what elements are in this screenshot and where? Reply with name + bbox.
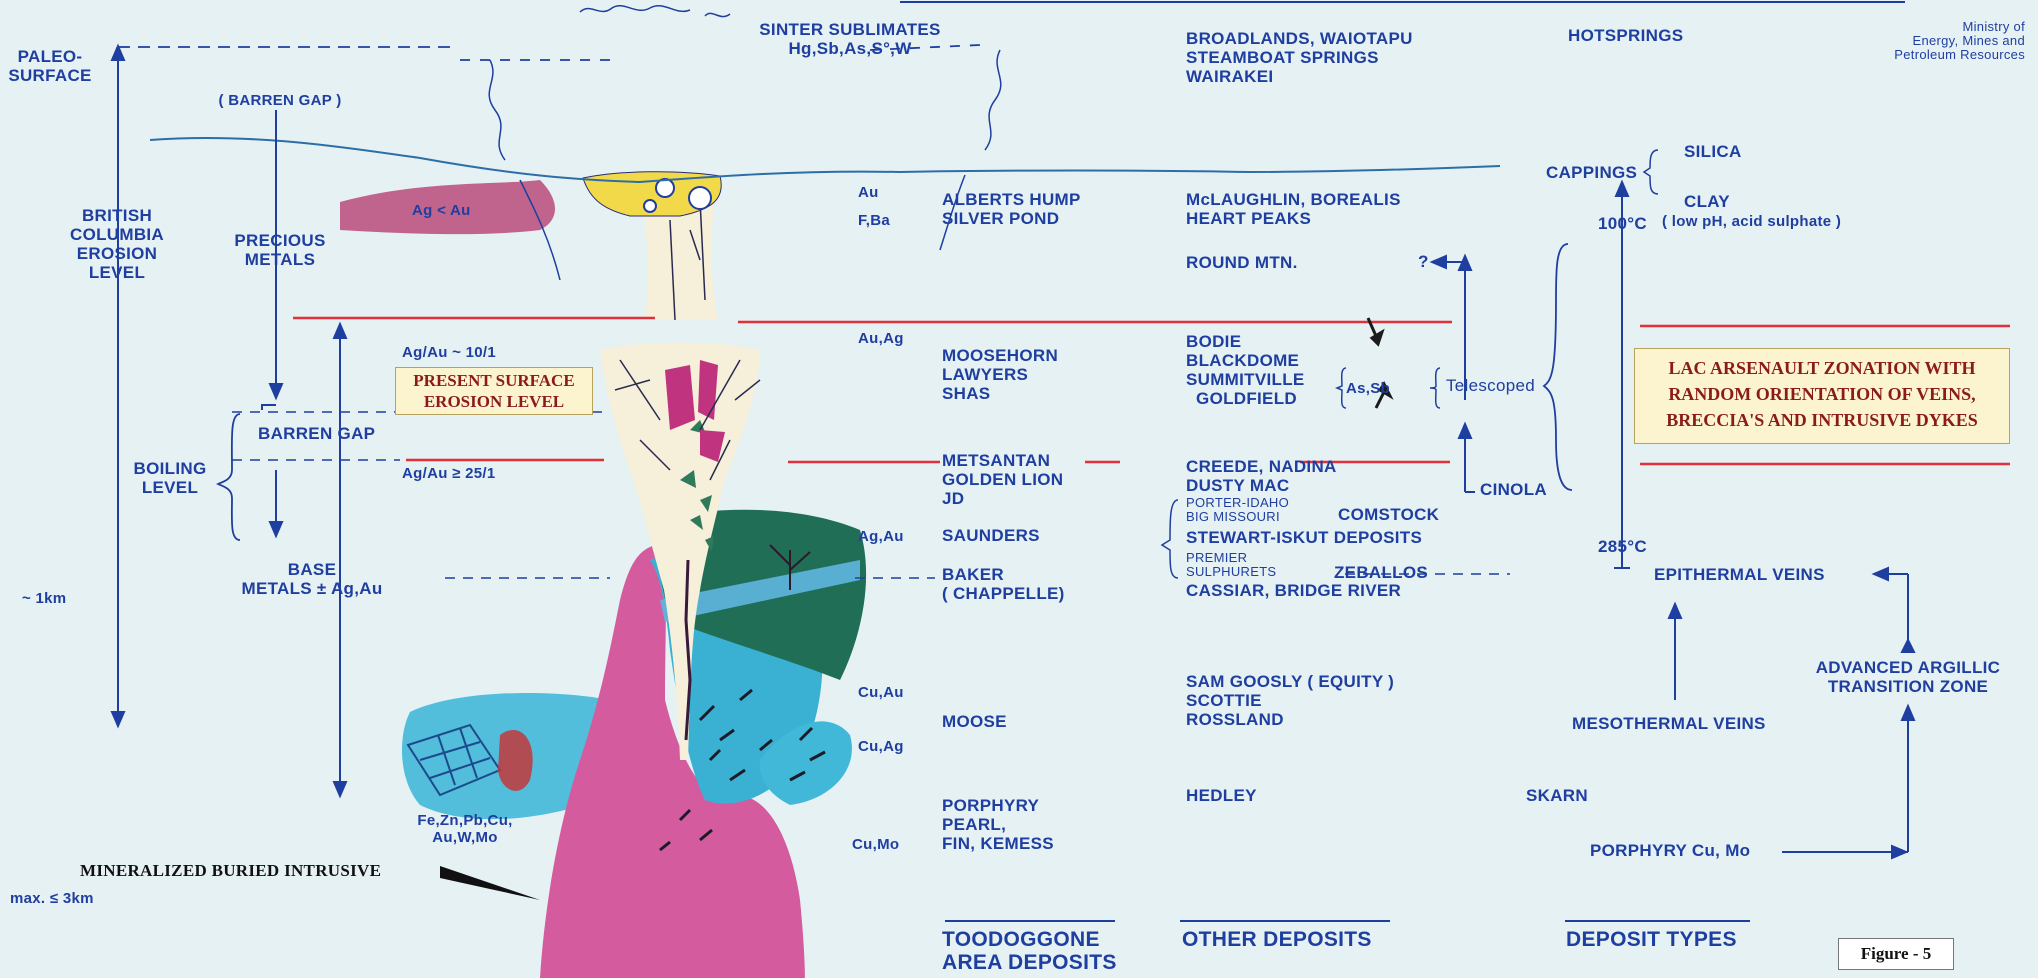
clay: CLAY (1684, 192, 1730, 211)
baker: BAKER ( CHAPPELLE) (942, 565, 1065, 603)
telescoped-label: Telescoped (1446, 377, 1535, 394)
ratio-10-label: Ag/Au ~ 10/1 (402, 344, 496, 361)
bodie-group: BODIE BLACKDOME SUMMITVILLE GOLDFIELD (1186, 332, 1305, 408)
ratio-25-label: Ag/Au ≥ 25/1 (402, 465, 496, 482)
temp-100: 100°C (1598, 214, 1647, 233)
metal-cu-ag: Cu,Ag (858, 738, 904, 755)
skarn: SKARN (1526, 786, 1588, 805)
temperature-arrow (1614, 182, 1630, 568)
metal-cu-mo: Cu,Mo (852, 836, 899, 853)
metal-cu-au: Cu,Au (858, 684, 904, 701)
red-ore-lens (498, 730, 533, 791)
porter-idaho: PORTER-IDAHO BIG MISSOURI (1186, 496, 1289, 524)
present-surface-line (150, 138, 1500, 182)
buried-intrusive-label: MINERALIZED BURIED INTRUSIVE (80, 861, 381, 880)
temp-285: 285°C (1598, 537, 1647, 556)
cinola: CINOLA (1480, 480, 1547, 499)
epithermal-veins: EPITHERMAL VEINS (1654, 565, 1825, 584)
saunders: SAUNDERS (942, 526, 1040, 545)
moosehorn: MOOSEHORN LAWYERS SHAS (942, 346, 1058, 403)
barren-gap-marker (262, 404, 276, 410)
intrusive-pointer (440, 866, 540, 900)
telescoped-arrows (1432, 256, 1475, 492)
ag-lt-au-label: Ag < Au (412, 202, 471, 219)
figure-label: Figure - 5 (1838, 938, 1954, 970)
hotsprings: HOTSPRINGS (1568, 26, 1683, 45)
creede-group: CREEDE, NADINA DUSTY MAC (1186, 457, 1337, 495)
mesothermal-veins: MESOTHERMAL VEINS (1572, 714, 1766, 733)
left-arrows (112, 46, 346, 796)
ministry-credit: Ministry of Energy, Mines and Petroleum … (1820, 20, 2025, 62)
advanced-argillic: ADVANCED ARGILLIC TRANSITION ZONE (1808, 658, 2008, 696)
broadlands: BROADLANDS, WAIOTAPU STEAMBOAT SPRINGS W… (1186, 29, 1413, 86)
telescoped-brace (1544, 244, 1572, 490)
present-surface-box: PRESENT SURFACE EROSION LEVEL (395, 367, 593, 415)
stewart-iskut: STEWART-ISKUT DEPOSITS (1186, 528, 1422, 547)
deposit-type-arrows (1669, 568, 1914, 858)
dashed-boundaries (232, 412, 1510, 578)
metal-f-ba: F,Ba (858, 212, 890, 229)
cappings-brace (1644, 150, 1658, 194)
barren-gap-label: BARREN GAP (258, 424, 375, 443)
metsantan: METSANTAN GOLDEN LION JD (942, 451, 1063, 508)
elements-left-label: Fe,Zn,Pb,Cu, Au,W,Mo (400, 812, 530, 846)
metal-au: Au (858, 184, 879, 201)
porphyry-pearl: PORPHYRY PEARL, FIN, KEMESS (942, 796, 1054, 853)
question-mark: ? (1418, 252, 1429, 271)
lac-arsenault-box: LAC ARSENAULT ZONATION WITH RANDOM ORIEN… (1634, 348, 2010, 444)
moose: MOOSE (942, 712, 1007, 731)
footer-deposit-types: DEPOSIT TYPES (1566, 928, 1737, 951)
metal-ag-au: Ag,Au (858, 528, 904, 545)
zeballos: ZEBALLOS (1334, 563, 1428, 582)
bc-erosion-label: BRITISH COLUMBIA EROSION LEVEL (62, 206, 172, 282)
alberts-hump: ALBERTS HUMP SILVER POND (942, 190, 1081, 228)
base-metals-label: BASE METALS ± Ag,Au (222, 560, 402, 598)
precious-metals-label: PRECIOUS METALS (220, 231, 340, 269)
boiling-level-label: BOILING LEVEL (125, 459, 215, 497)
porphyry-cu-mo: PORPHYRY Cu, Mo (1590, 841, 1750, 860)
sam-goosly-group: SAM GOOSLY ( EQUITY ) SCOTTIE ROSSLAND (1186, 672, 1394, 729)
metal-au-ag: Au,Ag (858, 330, 904, 347)
as-sb-brace-left (1337, 368, 1346, 408)
comstock: COMSTOCK (1338, 505, 1439, 524)
barren-gap-top-label: ( BARREN GAP ) (190, 92, 370, 109)
cloud-doodle-2 (705, 13, 730, 16)
paleo-surface-label: PALEO- SURFACE (0, 47, 100, 85)
depth-1km-label: ~ 1km (22, 590, 66, 607)
cloud-doodle (580, 6, 690, 12)
boiling-brace (218, 414, 240, 540)
cappings: CAPPINGS (1546, 163, 1637, 182)
silica: SILICA (1684, 142, 1742, 161)
cassiar: CASSIAR, BRIDGE RIVER (1186, 581, 1401, 600)
max-depth-label: max. ≤ 3km (10, 890, 94, 907)
round-mtn: ROUND MTN. (1186, 253, 1298, 272)
mclaughlin: McLAUGHLIN, BOREALIS HEART PEAKS (1186, 190, 1401, 228)
sinter-zigzags (489, 50, 1001, 280)
premier-sulphurets: PREMIER SULPHURETS (1186, 551, 1276, 579)
as-sb-label: As,Sb (1346, 380, 1390, 397)
sinter-label: SINTER SUBLIMATES Hg,Sb,As,S°,W (740, 20, 960, 58)
clay-note: ( low pH, acid sulphate ) (1662, 213, 1841, 230)
hedley: HEDLEY (1186, 786, 1257, 805)
footer-toodoggone: TOODOGGONE AREA DEPOSITS (942, 928, 1117, 974)
footer-other-deposits: OTHER DEPOSITS (1182, 928, 1372, 951)
stewart-brace (1162, 500, 1178, 578)
telescoped-brace-left (1430, 368, 1440, 408)
